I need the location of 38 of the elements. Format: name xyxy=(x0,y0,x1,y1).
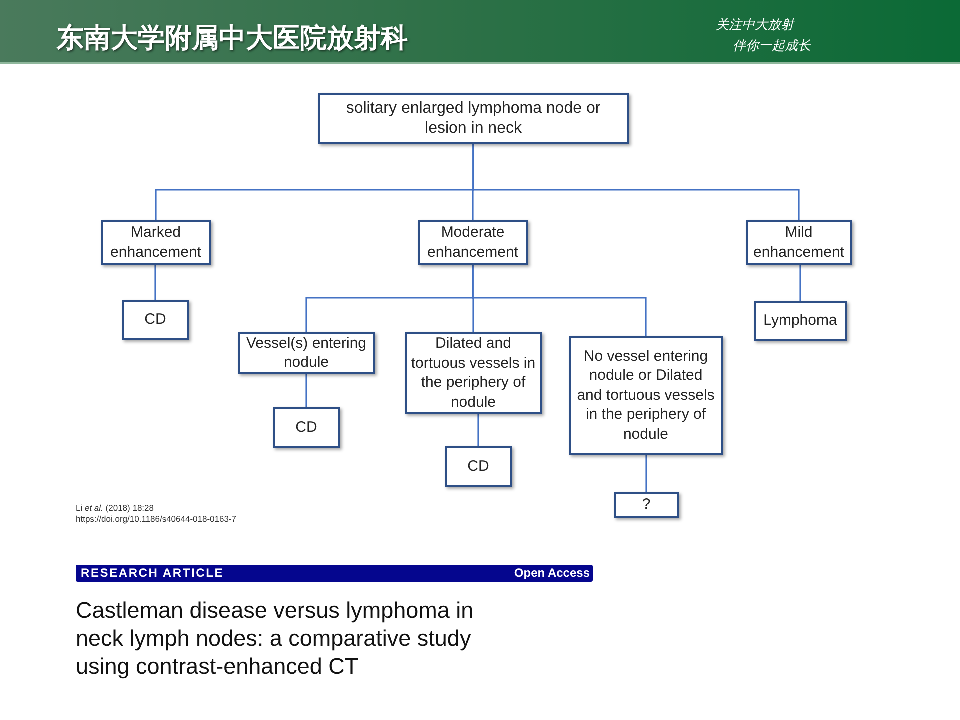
flowchart-box xyxy=(318,93,629,144)
citation-text: Li et al. (2018) 18:28 xyxy=(76,503,154,513)
flowchart-box xyxy=(238,332,375,374)
flowchart-box xyxy=(569,336,723,455)
node-label: Moderate enhancement xyxy=(426,223,520,262)
flowchart-box xyxy=(754,301,847,341)
node-label: Lymphoma xyxy=(764,311,838,331)
flowchart-box xyxy=(445,446,512,487)
slogan-text: 伴你一起成长 xyxy=(733,38,811,55)
node-label: Marked enhancement xyxy=(110,223,202,262)
header-title: 东南大学附属中大医院放射科 xyxy=(57,22,408,56)
node-label: ? xyxy=(642,495,651,515)
flowchart-box xyxy=(614,492,679,518)
article-title: Castleman disease versus lymphoma in neck lymph nodes: a comparative study using contrast-enhanced CT xyxy=(76,597,475,681)
flowchart-box xyxy=(122,300,189,340)
node-label: Mild enhancement xyxy=(752,223,846,262)
node-label: CD xyxy=(296,418,318,438)
connector-line xyxy=(306,374,308,407)
node-label: CD xyxy=(144,310,166,330)
connector-line xyxy=(800,265,802,301)
article-type-text: RESEARCH ARTICLE xyxy=(81,565,224,582)
access-text: Open Access xyxy=(514,565,590,582)
node-label: CD xyxy=(468,456,490,476)
node-label: No vessel entering nodule or Dilated and tortuous vessels in the periphery of nodule xyxy=(576,346,716,444)
connector-line xyxy=(154,265,156,300)
node-label: Vessel(s) entering nodule xyxy=(245,334,368,372)
flowchart-box xyxy=(418,220,528,265)
doi-text: https://doi.org/10.1186/s40644-018-0163-7 xyxy=(76,514,237,524)
connector-line xyxy=(646,455,648,492)
connector-line xyxy=(472,144,800,220)
connector-line xyxy=(478,414,480,446)
flowchart-box xyxy=(273,407,340,448)
flowchart-box xyxy=(101,220,211,265)
node-label: solitary enlarged lymphoma node or lesion in neck xyxy=(345,99,602,138)
flowchart-box xyxy=(746,220,852,265)
connector-line xyxy=(472,265,647,336)
slogan-text: 关注中大放射 xyxy=(716,17,794,34)
node-label: Dilated and tortuous vessels in the periphery of nodule xyxy=(411,334,536,412)
